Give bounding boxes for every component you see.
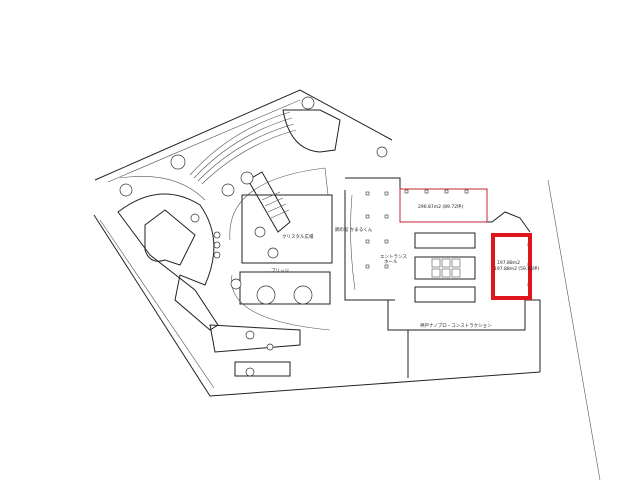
area-right-label: 197.88m2 (59.85坪) [494,265,540,272]
exhibit-label: 鋼の館 かまるくん [335,226,373,233]
trees [119,96,388,377]
main-building [344,177,541,378]
construction-label: 神戸ナノブロ・コンストラクション [420,322,492,329]
area-upper-label: 296.87m2 (89.72坪) [418,203,464,210]
restroom-blocks [414,232,476,303]
site-boundary [93,89,601,480]
area-right-label-1: 197.88m2 [497,260,520,266]
round-building [117,176,301,377]
amphitheatre [189,109,341,185]
crystal-plaza [229,167,333,331]
space-right-highlight[interactable] [491,233,532,300]
entrance-hall-label: エントランス [380,254,407,260]
entrance-hall-label-2: ホール [384,259,398,265]
crystal-plaza-label: クリスタル広場 [282,233,314,240]
space-upper-outline[interactable] [399,188,488,223]
bridge-label: ブリッジ [271,267,289,274]
